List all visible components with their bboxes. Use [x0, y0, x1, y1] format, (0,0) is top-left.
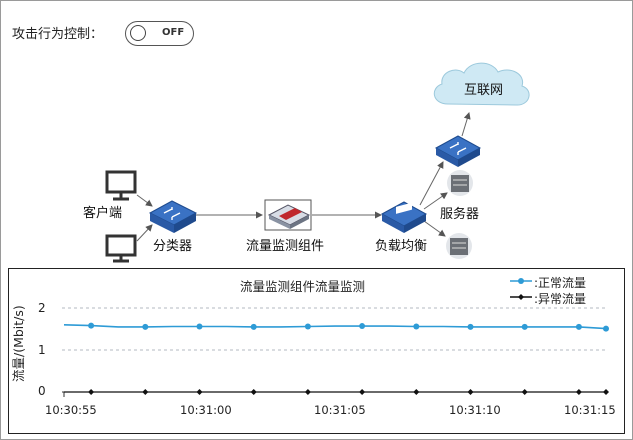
data-point-abnormal	[359, 389, 366, 395]
data-point-normal	[359, 323, 366, 330]
x-tick-label: 10:31:00	[180, 403, 232, 417]
y-tick-label: 1	[38, 343, 46, 357]
data-point-normal	[413, 323, 420, 330]
legend-normal-label: :正常流量	[534, 276, 587, 290]
data-point-abnormal	[304, 389, 311, 395]
data-point-normal	[575, 323, 582, 330]
data-point-abnormal	[250, 389, 257, 395]
connection-lines	[136, 112, 471, 242]
attack-toggle[interactable]: OFF	[125, 21, 194, 46]
client-label: 客户端	[83, 206, 123, 221]
chart-title: 流量监测组件流量监测	[240, 279, 366, 294]
gridlines	[62, 307, 607, 351]
series-line-normal	[63, 324, 607, 330]
cloud-icon	[433, 62, 530, 106]
data-point-abnormal	[88, 389, 95, 395]
y-tick-label: 2	[38, 301, 46, 315]
legend-marker-abnormal	[518, 294, 524, 300]
data-point-abnormal	[142, 389, 149, 395]
data-point-abnormal	[196, 389, 203, 395]
network-diagram	[105, 62, 530, 263]
monitor-component-label: 流量监测组件	[246, 239, 325, 254]
switch-icon	[148, 200, 198, 233]
data-point-normal	[603, 325, 609, 332]
server-icon	[446, 233, 472, 259]
monitor-icon	[105, 234, 137, 263]
load-balancer-icon	[380, 201, 428, 233]
x-tick-label: 10:31:15	[564, 403, 616, 417]
data-point-normal	[304, 323, 311, 330]
monitor-icon	[105, 170, 137, 201]
data-point-abnormal	[575, 389, 582, 395]
classifier-label: 分类器	[153, 239, 193, 254]
data-point-normal	[196, 323, 203, 330]
data-point-abnormal	[467, 389, 474, 395]
legend	[510, 278, 532, 300]
server-icon	[447, 170, 473, 196]
switch-icon	[434, 135, 482, 167]
data-point-normal	[142, 323, 149, 330]
x-tick-label: 10:31:10	[449, 403, 501, 417]
legend-abnormal-label: :异常流量	[534, 292, 587, 306]
attack-control-label: 攻击行为控制：	[12, 27, 104, 42]
server-label: 服务器	[440, 207, 480, 222]
data-point-normal	[88, 322, 95, 329]
toggle-state-text: OFF	[162, 27, 185, 38]
data-point-abnormal	[413, 389, 420, 395]
y-tick-label: 0	[38, 384, 46, 398]
data-point-normal	[250, 323, 257, 330]
internet-label: 互联网	[464, 83, 504, 98]
data-point-normal	[521, 323, 528, 330]
legend-marker-normal	[518, 278, 524, 284]
data-point-abnormal	[603, 389, 609, 395]
data-point-normal	[467, 323, 474, 330]
data-point-abnormal	[521, 389, 528, 395]
toggle-knob	[130, 25, 146, 41]
x-tick-label: 10:30:55	[45, 403, 97, 417]
x-tick-label: 10:31:05	[314, 403, 366, 417]
monitor-component-icon	[264, 199, 312, 231]
load-balancer-label: 负载均衡	[375, 239, 428, 254]
